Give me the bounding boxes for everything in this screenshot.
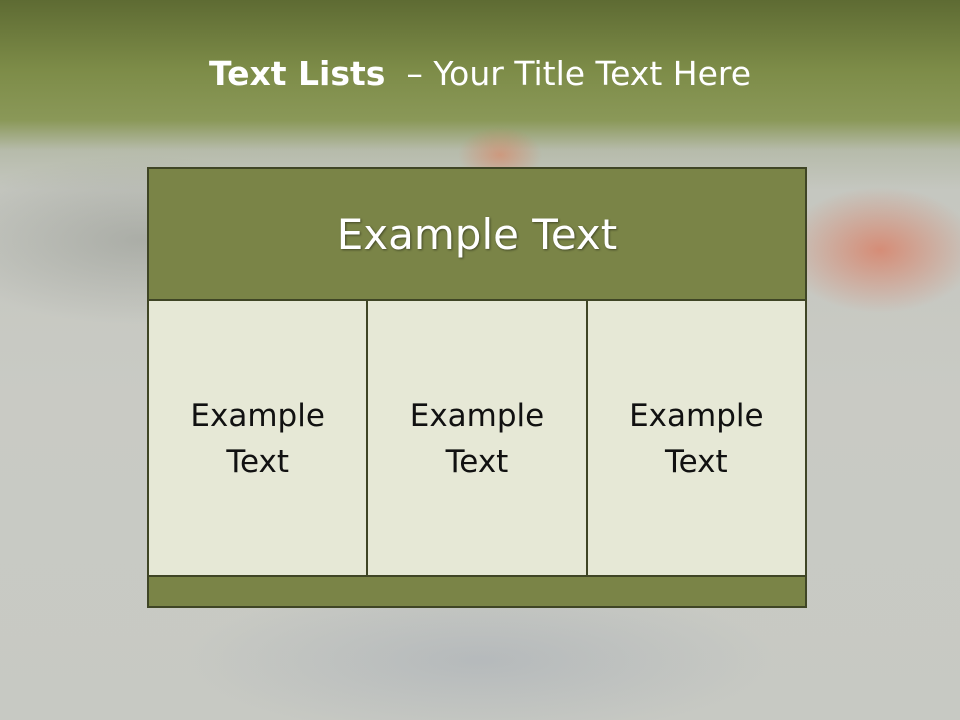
title-bold-text: Text Lists: [208, 54, 386, 93]
text-list-table: Example Text Example Text Example Text E…: [147, 167, 807, 608]
slide-title: Text Lists – Your Title Text Here: [0, 52, 960, 96]
table-footer-bar: [149, 575, 805, 606]
table-cell-2: Example Text: [368, 301, 588, 577]
table-cells-row: Example Text Example Text Example Text: [149, 301, 805, 577]
table-header: Example Text: [149, 169, 805, 301]
table-cell-3: Example Text: [629, 398, 764, 480]
table-cell-1: Example Text: [149, 301, 369, 577]
title-rest-text: – Your Title Text Here: [385, 54, 752, 93]
